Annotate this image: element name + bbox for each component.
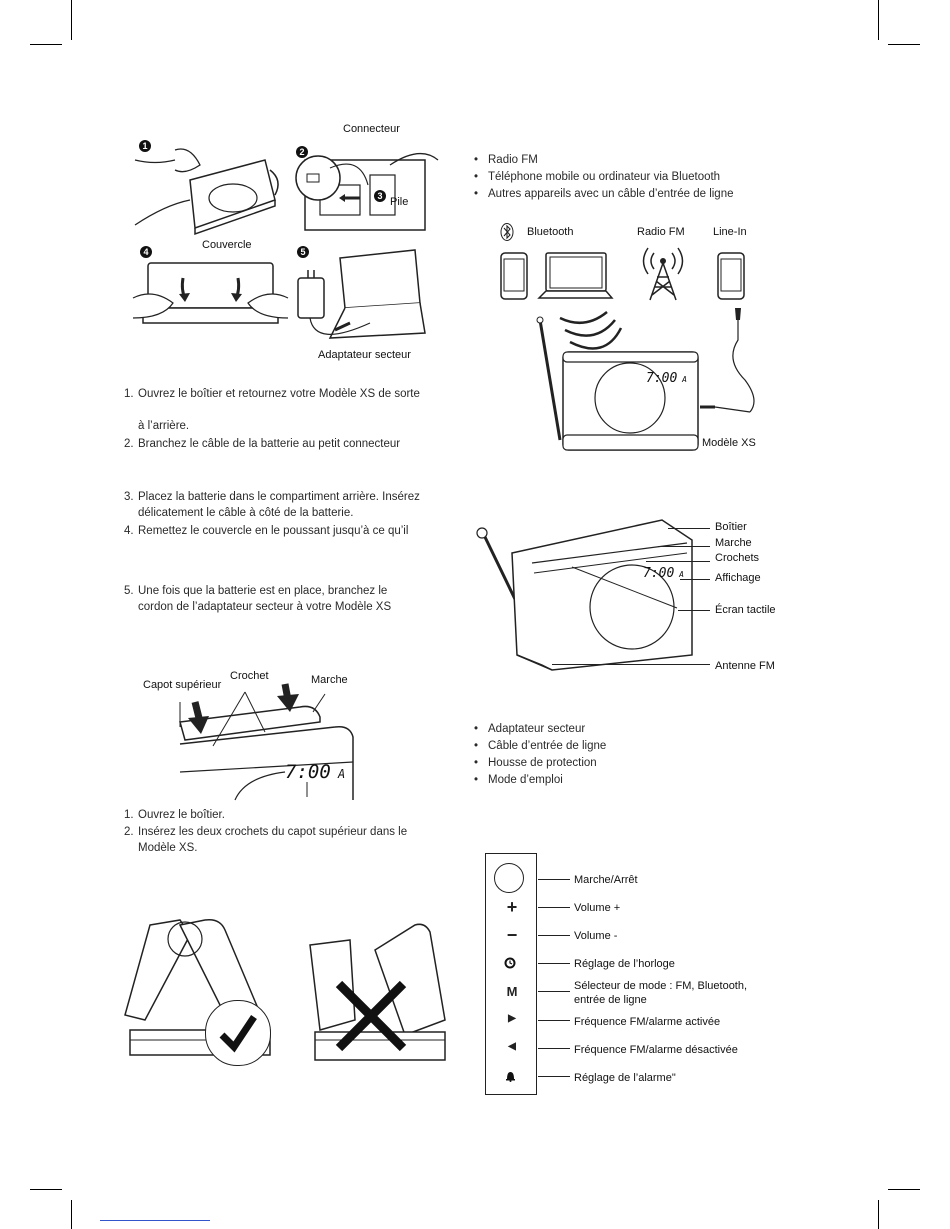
power-button-icon xyxy=(494,863,524,893)
control-label-power: Marche/Arrêt xyxy=(574,873,638,887)
install-step-3: 3.Placez la batterie dans le compartimen… xyxy=(124,489,454,521)
cross-icon xyxy=(335,980,407,1052)
label-line-in: Line-In xyxy=(713,226,747,238)
badge-1: 1 xyxy=(139,140,151,152)
label-crochets: Crochets xyxy=(715,552,759,564)
badge-5: 5 xyxy=(297,246,309,258)
install-step-4: 4.Remettez le couvercle en le poussant j… xyxy=(124,523,454,539)
control-label-fm-up: Fréquence FM/alarme activée xyxy=(574,1015,720,1029)
label-radio-fm: Radio FM xyxy=(637,226,685,238)
accessories-list: Adaptateur secteur Câble d’entrée de lig… xyxy=(474,721,774,789)
control-label-alarm: Réglage de l’alarme" xyxy=(574,1071,676,1085)
play-right-icon: ▶ xyxy=(486,1013,538,1024)
play-left-icon: ◀ xyxy=(486,1041,538,1052)
control-label-fm-down: Fréquence FM/alarme désactivée xyxy=(574,1043,738,1057)
label-crochet: Crochet xyxy=(230,670,269,682)
control-label-volume-down: Volume - xyxy=(574,929,617,943)
badge-3: 3 xyxy=(374,190,386,202)
badge-2: 2 xyxy=(296,146,308,158)
step2-connector-drawing xyxy=(290,140,440,235)
accessory-item: Mode d’emploi xyxy=(474,772,774,789)
label-connecteur: Connecteur xyxy=(343,123,400,135)
radio-tower-icon xyxy=(638,245,688,303)
bell-icon xyxy=(505,1070,516,1082)
minus-icon: − xyxy=(486,925,538,946)
control-label-volume-up: Volume + xyxy=(574,901,620,915)
control-label-clock: Réglage de l’horloge xyxy=(574,957,675,971)
step4-cover-drawing xyxy=(133,258,288,338)
accessory-item: Adaptateur secteur xyxy=(474,721,774,738)
label-capot-superieur: Capot supérieur xyxy=(143,679,221,691)
cover-display-readout: 7:00 A xyxy=(285,761,345,783)
mode-icon: M xyxy=(486,984,538,999)
step5-adapter-drawing xyxy=(290,248,440,353)
parts-display-readout: 7:00 A xyxy=(643,566,684,581)
install-step-5: 5.Une fois que la batterie est en place,… xyxy=(124,583,454,615)
label-marche: Marche xyxy=(715,537,752,549)
check-mark-icon xyxy=(205,1000,271,1066)
display-readout: 7:00 A xyxy=(646,371,687,386)
laptop-icon xyxy=(538,252,613,300)
label-bluetooth: Bluetooth xyxy=(527,226,573,238)
source-item: Radio FM xyxy=(474,152,794,169)
install-step-2: 2.Branchez le câble de la batterie au pe… xyxy=(124,436,454,452)
cover-step-2: 2.Insérez les deux crochets du capot sup… xyxy=(124,824,454,856)
step1-open-case-drawing xyxy=(135,140,285,235)
source-item: Autres appareils avec un câble d’entrée … xyxy=(474,186,794,203)
label-marche-cover: Marche xyxy=(311,674,348,686)
badge-4: 4 xyxy=(140,246,152,258)
sources-list: Radio FM Téléphone mobile ou ordinateur … xyxy=(474,152,794,203)
accessory-item: Câble d’entrée de ligne xyxy=(474,738,774,755)
radio-device-drawing xyxy=(535,300,755,455)
control-label-mode: Sélecteur de mode : FM, Bluetooth,entrée… xyxy=(574,979,747,1007)
radio-parts-drawing xyxy=(472,515,712,675)
plus-icon: + xyxy=(486,897,538,918)
phone-icon xyxy=(500,252,528,300)
label-affichage: Affichage xyxy=(715,572,761,584)
source-item: Téléphone mobile ou ordinateur via Bluet… xyxy=(474,169,794,186)
label-ecran-tactile: Écran tactile xyxy=(715,604,776,616)
label-modele-xs: Modèle XS xyxy=(702,437,756,449)
label-boitier: Boîtier xyxy=(715,521,747,533)
bluetooth-icon xyxy=(500,223,514,241)
label-antenne-fm: Antenne FM xyxy=(715,660,775,672)
label-couvercle: Couvercle xyxy=(202,239,252,251)
label-pile: Pile xyxy=(390,196,408,208)
clock-icon xyxy=(504,957,516,969)
label-adaptateur: Adaptateur secteur xyxy=(318,349,411,361)
install-step-1: 1.Ouvrez le boîtier et retournez votre M… xyxy=(124,386,454,434)
accessory-item: Housse de protection xyxy=(474,755,774,772)
line-in-phone-icon xyxy=(717,252,745,300)
cover-step-1: 1.Ouvrez le boîtier. xyxy=(124,807,454,823)
